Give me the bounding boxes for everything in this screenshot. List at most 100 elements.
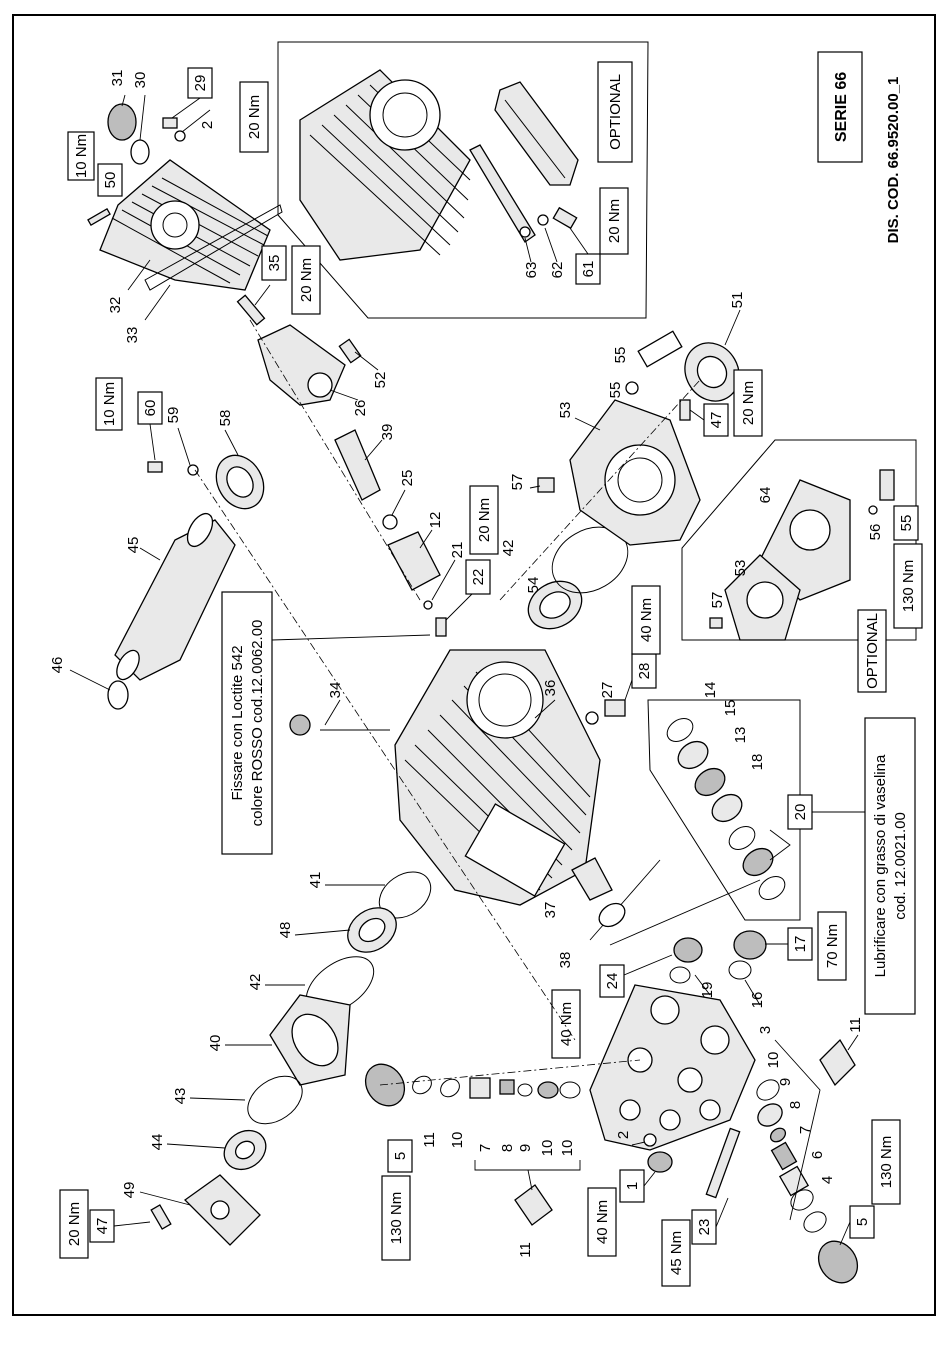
- crankshaft-group: 45 46 58 59 60 10 Nm: [49, 377, 265, 710]
- part-7-right: 7: [797, 1126, 814, 1134]
- part-14: 14: [702, 682, 719, 699]
- part-42-left: 42: [247, 974, 264, 991]
- part-2-top: 2: [199, 121, 216, 129]
- part-53-optional: 53: [732, 560, 749, 577]
- series-title: SERIE 66: [833, 72, 850, 142]
- part-60: 60: [142, 400, 159, 417]
- plug-28-group: 27 28 40 Nm: [585, 585, 661, 725]
- drawing-code: DIS. COD. 66.9520.00_1: [885, 77, 902, 244]
- bushing-37-group: 37 38: [542, 857, 626, 969]
- torque-35: 20 Nm: [298, 258, 315, 302]
- loctite-line1: Fissare con Loctite 542: [229, 645, 246, 800]
- part-30: 30: [132, 72, 149, 89]
- part-53: 53: [557, 402, 574, 419]
- part-58: 58: [217, 410, 234, 427]
- part-56: 56: [867, 524, 884, 541]
- part-54: 54: [525, 577, 542, 594]
- part-22: 22: [470, 569, 487, 586]
- part-7-left: 8: [499, 1144, 516, 1152]
- part-47-lower: 47: [94, 1218, 111, 1235]
- part-29: 29: [192, 75, 209, 92]
- part-50: 50: [102, 172, 119, 189]
- torque-5-right: 130 Nm: [878, 1136, 895, 1189]
- lubricate-note: Lubrificare con grasso di vaselina cod. …: [864, 717, 916, 1015]
- part-9-right: 9: [777, 1078, 794, 1086]
- drawing-frame: [12, 14, 936, 1316]
- torque-61: 20 Nm: [606, 199, 623, 243]
- part-55-upper: 55: [612, 347, 629, 364]
- part-8-right: 8: [787, 1101, 804, 1109]
- part-23: 23: [696, 1219, 713, 1236]
- torque-5-left: 130 Nm: [388, 1192, 405, 1245]
- torque-28: 40 Nm: [638, 598, 655, 642]
- assembly-axes: [194, 319, 701, 1086]
- flange-53-group: 53 57 55 55 51 47 20 Nm: [509, 292, 763, 546]
- left-valve-stack: 5 130 Nm 11 10 7 8 9 10 10 11: [364, 1063, 581, 1261]
- part-42-top: 42: [500, 540, 517, 557]
- part-33: 33: [124, 327, 141, 344]
- part-20: 20: [792, 804, 809, 821]
- part-9-left: 10: [539, 1140, 556, 1157]
- connecting-rod: 35 20 Nm 52 26: [236, 245, 389, 417]
- part-49: 49: [121, 1182, 138, 1199]
- part-52: 52: [372, 372, 389, 389]
- part-38: 38: [557, 952, 574, 969]
- optional-motor-box: OPTIONAL 64 53 57 56 55 130 Nm: [681, 439, 923, 693]
- seals-group: 14 15 13 18 20: [589, 682, 865, 946]
- part-31: 31: [109, 70, 126, 87]
- part-51: 51: [729, 292, 746, 309]
- part-47-upper: 47: [708, 412, 725, 429]
- part-55-washer: 55: [607, 382, 624, 399]
- part-11-left: 11: [517, 1242, 534, 1258]
- loctite-note: Fissare con Loctite 542 colore ROSSO cod…: [221, 591, 431, 855]
- loctite-line2: colore ROSSO cod.12.0062.00: [249, 620, 266, 827]
- part-61: 61: [580, 261, 597, 278]
- part-43: 43: [172, 1088, 189, 1105]
- part-35: 35: [266, 255, 283, 272]
- part-46: 46: [49, 657, 66, 674]
- torque-47-upper: 20 Nm: [740, 381, 757, 425]
- part-18: 18: [749, 754, 766, 771]
- part-57: 57: [509, 474, 526, 491]
- part-28: 28: [636, 663, 653, 680]
- left-side-group: 41 48 42 40 43 44 49 47 20 Nm: [59, 871, 432, 1259]
- part-64: 64: [757, 487, 774, 504]
- part-6-right: 6: [809, 1151, 826, 1159]
- rear-cover-assembly: 31 30 2 29 20 Nm 10 Nm 50 32 33: [67, 67, 283, 344]
- piston-guide-group: 39 25 12 21 22 20 Nm: [334, 424, 499, 637]
- part-5-left: 5: [392, 1152, 409, 1160]
- optional-label-bottom: OPTIONAL: [864, 613, 881, 689]
- part-11-right: 11: [847, 1017, 864, 1033]
- part-12: 12: [427, 512, 444, 529]
- part-40: 40: [207, 1035, 224, 1052]
- part-27: 27: [599, 682, 616, 699]
- crankcase-36: 34 36: [289, 649, 601, 906]
- part-55-optional: 55: [898, 515, 915, 532]
- part-34: 34: [327, 682, 344, 699]
- part-37: 37: [542, 902, 559, 919]
- part-32: 32: [107, 297, 124, 314]
- torque-22: 20 Nm: [476, 498, 493, 542]
- part-26: 26: [352, 400, 369, 417]
- torque-55: 130 Nm: [900, 560, 917, 613]
- optional-label-top: OPTIONAL: [607, 74, 624, 150]
- torque-17: 70 Nm: [824, 924, 841, 968]
- part-45: 45: [125, 537, 142, 554]
- part-17: 17: [792, 936, 809, 953]
- manifold-head: 19 16 24 40 Nm 17 70 Nm: [551, 911, 847, 1151]
- part-4-left: 11: [421, 1132, 438, 1148]
- torque-1: 40 Nm: [594, 1200, 611, 1244]
- part-6-left: 7: [477, 1144, 494, 1152]
- optional-cover-box: OPTIONAL 20 Nm 61 62 63: [277, 41, 649, 319]
- part-24: 24: [604, 973, 621, 990]
- lubricate-line2: cod. 12.0021.00: [892, 812, 909, 920]
- part-39: 39: [379, 424, 396, 441]
- strap-63: [469, 144, 536, 243]
- part-4-right: 4: [819, 1176, 836, 1184]
- torque-24: 40 Nm: [558, 1002, 575, 1046]
- part-15: 15: [722, 700, 739, 717]
- part-48: 48: [277, 922, 294, 939]
- bracket-optional: [494, 81, 579, 186]
- part-8-left: 9: [517, 1144, 534, 1152]
